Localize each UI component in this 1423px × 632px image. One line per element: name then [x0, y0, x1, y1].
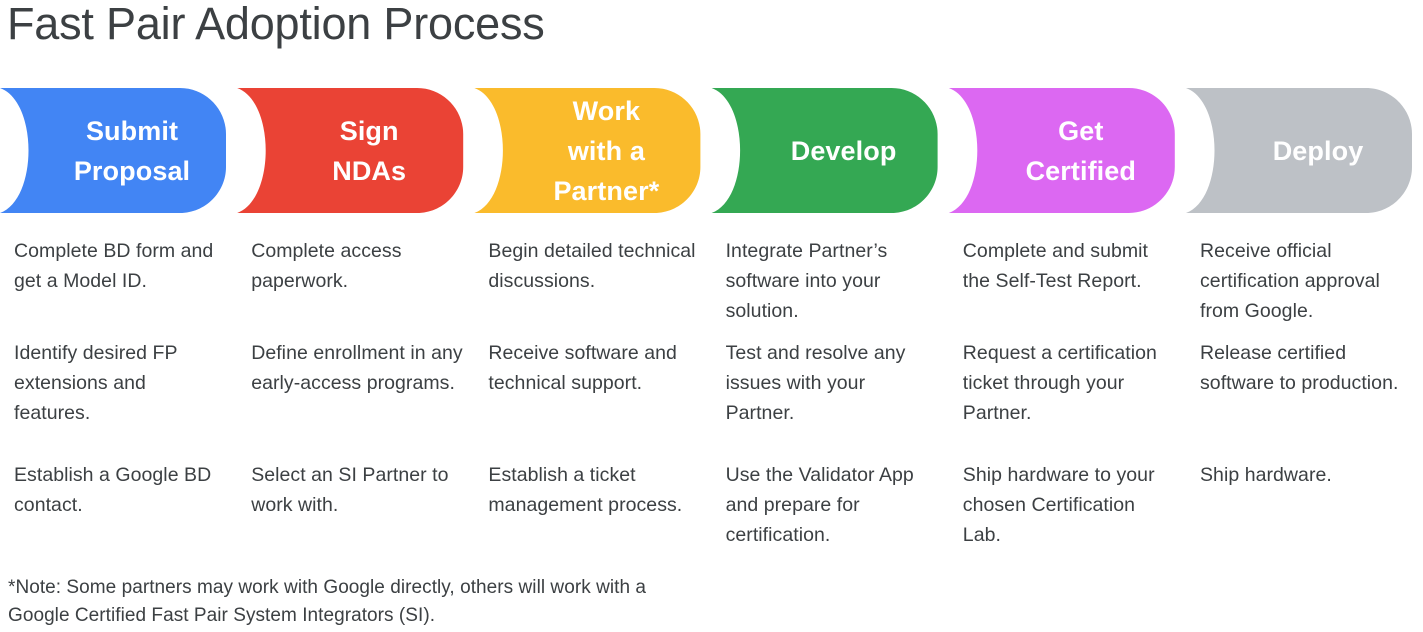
- detail-item: Begin detailed technical discussions.: [488, 240, 696, 292]
- detail-item: Complete BD form and get a Model ID.: [14, 240, 214, 292]
- chevron-shape-sign-ndas: [237, 88, 464, 213]
- detail-item: Ship hardware to your chosen Certificati…: [962, 464, 1155, 546]
- detail-item: Complete and submit the Self-Test Report…: [962, 240, 1149, 292]
- chevron-label-develop[interactable]: Develop: [750, 88, 938, 213]
- detail-item: Complete access paperwork.: [251, 240, 402, 292]
- chevron-shape-work-with-a-partner: [474, 88, 701, 213]
- chevron-label-deploy[interactable]: Deploy: [1224, 88, 1412, 213]
- detail-item: Integrate Partner’s software into your s…: [725, 240, 888, 322]
- footnote: *Note: Some partners may work with Googl…: [8, 577, 647, 626]
- detail-item: Receive official certification approval …: [1200, 240, 1380, 322]
- detail-item: Use the Validator App and prepare for ce…: [725, 464, 914, 546]
- chevron-shape-deploy: [1186, 88, 1412, 213]
- detail-item: Ship hardware.: [1200, 464, 1332, 486]
- chevron-label-text: Develop: [790, 135, 897, 166]
- process-detail-columns: Complete BD form and get a Model ID. Iden…: [0, 236, 1423, 556]
- detail-item: Establish a ticket management process.: [488, 464, 683, 516]
- detail-item: Test and resolve any issues with your Pa…: [725, 342, 906, 424]
- chevron-label-text: Deploy: [1272, 135, 1364, 166]
- detail-item: Select an SI Partner to work with.: [251, 464, 449, 516]
- detail-item: Identify desired FP extensions and featu…: [14, 342, 178, 424]
- chevron-shapes-svg: [0, 88, 1412, 213]
- page-title: Fast Pair Adoption Process: [7, 0, 545, 49]
- detail-item: Define enrollment in any early-access pr…: [251, 342, 463, 394]
- detail-item: Request a certification ticket through y…: [962, 342, 1157, 424]
- chevron-shape-submit-proposal: [0, 88, 226, 213]
- detail-item: Establish a Google BD contact.: [14, 464, 212, 516]
- chevron-shape-develop: [711, 88, 938, 213]
- detail-item: Receive software and technical support.: [488, 342, 677, 394]
- detail-item: Release certified software to production…: [1200, 342, 1399, 394]
- chevron-shape-get-certified: [948, 88, 1175, 213]
